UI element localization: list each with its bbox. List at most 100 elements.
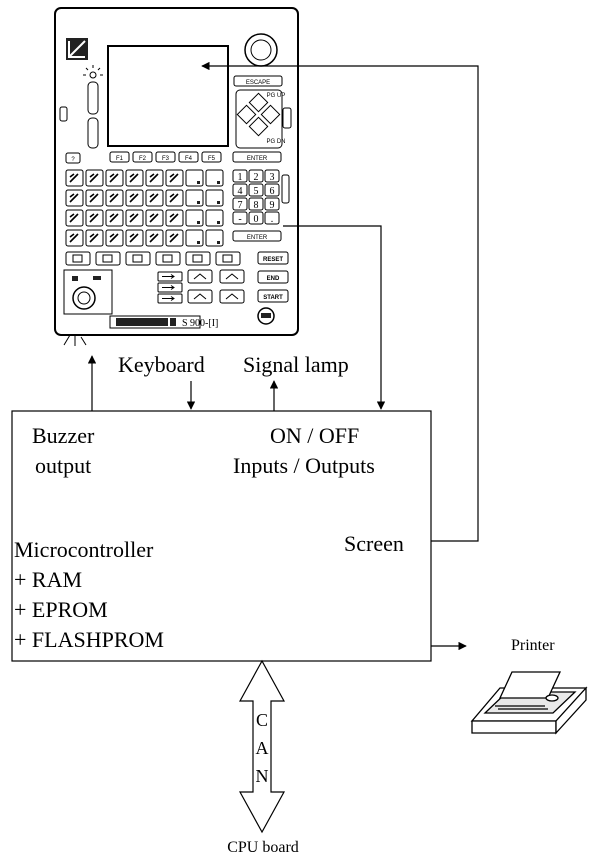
- arrow-pad[interactable]: PG UP PG DN: [235, 89, 286, 149]
- mode-key-glyph-icon: [72, 254, 83, 263]
- numpad-key-6[interactable]: [264, 183, 280, 197]
- key-glyph-icon: [69, 233, 79, 243]
- numpad-key-1[interactable]: [232, 169, 248, 183]
- numpad-key-8[interactable]: [248, 197, 264, 211]
- grid-key[interactable]: [185, 189, 204, 207]
- escape-key[interactable]: [233, 75, 283, 87]
- numpad-key-0[interactable]: [248, 211, 264, 225]
- numpad-key-2[interactable]: [248, 169, 264, 183]
- key-indicator: [197, 221, 200, 224]
- numpad-key-label: 5: [254, 186, 259, 197]
- connectors: [87, 61, 479, 651]
- help-key[interactable]: [65, 152, 81, 164]
- numpad-key-4[interactable]: [232, 183, 248, 197]
- mode-key-glyph-icon: [222, 254, 233, 263]
- reset-key[interactable]: [257, 251, 289, 265]
- numpad-key-7[interactable]: [232, 197, 248, 211]
- key-glyph-icon: [69, 193, 79, 203]
- mode-key[interactable]: [125, 251, 151, 266]
- mode-key[interactable]: [219, 269, 245, 284]
- lamp-icon: [83, 65, 103, 79]
- key-glyph-icon: [149, 173, 159, 183]
- start-key[interactable]: [257, 289, 289, 303]
- function-key-f2[interactable]: [132, 151, 153, 163]
- key-glyph-icon: [169, 233, 179, 243]
- key-glyph-icon: [149, 233, 159, 243]
- label-buzzer: Buzzer: [32, 423, 95, 448]
- numpad-key-label: 0: [254, 214, 259, 225]
- mode-key[interactable]: [95, 251, 121, 266]
- can-bus-arrow: C A N: [238, 659, 286, 834]
- mode-key[interactable]: [155, 251, 181, 266]
- printer-icon: [470, 671, 588, 735]
- function-key-grid[interactable]: [65, 169, 224, 247]
- svg-text:PG DN: PG DN: [266, 139, 285, 145]
- function-key-label: F3: [162, 156, 170, 162]
- numpad-key-label: .: [271, 214, 274, 225]
- contrast-slider[interactable]: [87, 117, 99, 149]
- key-glyph-icon: [169, 193, 179, 203]
- end-key[interactable]: [257, 270, 289, 284]
- key-indicator: [197, 241, 200, 244]
- grid-key[interactable]: [185, 169, 204, 187]
- mode-key[interactable]: [219, 289, 245, 304]
- key-glyph-icon: [149, 193, 159, 203]
- label-flashprom: + FLASHPROM: [14, 627, 164, 652]
- buzzer-icon: [63, 334, 87, 346]
- mode-key[interactable]: [185, 251, 211, 266]
- numpad-key-label: -: [238, 214, 241, 225]
- svg-text:?: ?: [71, 157, 75, 163]
- mode-key-glyph-icon: [192, 254, 203, 263]
- numpad-key-9[interactable]: [264, 197, 280, 211]
- svg-text:PG UP: PG UP: [267, 93, 286, 99]
- microcontroller-box: [11, 410, 432, 662]
- numpad-key-dot[interactable]: [264, 211, 280, 225]
- grid-key[interactable]: [205, 229, 224, 247]
- can-letter-c: C: [256, 710, 268, 730]
- grid-key[interactable]: [205, 189, 224, 207]
- enter-key-bottom[interactable]: [232, 230, 282, 242]
- key-indicator: [217, 201, 220, 204]
- side-switch-right[interactable]: [282, 107, 292, 129]
- function-key-f3[interactable]: [155, 151, 176, 163]
- mode-key[interactable]: [215, 251, 241, 266]
- mode-key[interactable]: [187, 269, 213, 284]
- key-glyph-icon: [169, 213, 179, 223]
- grid-key[interactable]: [205, 209, 224, 227]
- key-glyph-icon: [89, 173, 99, 183]
- function-key-f4[interactable]: [178, 151, 199, 163]
- model-label: S 900-[I]: [182, 318, 218, 329]
- grid-key[interactable]: [205, 169, 224, 187]
- grid-key[interactable]: [185, 229, 204, 247]
- arrow-screen: [201, 61, 479, 542]
- function-key-f1[interactable]: [109, 151, 130, 163]
- side-switch-left[interactable]: [59, 106, 68, 122]
- numpad-key-minus[interactable]: [232, 211, 248, 225]
- function-key-f5[interactable]: [201, 151, 222, 163]
- numpad-side-switch[interactable]: [281, 174, 290, 204]
- key-glyph-icon: [109, 233, 119, 243]
- key-glyph-icon: [109, 173, 119, 183]
- numpad-key-3[interactable]: [264, 169, 280, 183]
- key-indicator: [217, 241, 220, 244]
- mode-key[interactable]: [65, 251, 91, 266]
- mode-key-glyph-icon: [193, 273, 207, 280]
- label-keyboard: Keyboard: [118, 352, 205, 377]
- mode-key-glyph-icon: [132, 254, 143, 263]
- numpad-key-label: 4: [238, 186, 243, 197]
- key-glyph-icon: [109, 193, 119, 203]
- numpad-key-5[interactable]: [248, 183, 264, 197]
- pendant-screen: [107, 45, 229, 147]
- arrow-right-icon: [162, 274, 175, 279]
- mode-keys[interactable]: [65, 251, 245, 304]
- brightness-slider[interactable]: [87, 81, 99, 115]
- grid-key[interactable]: [185, 209, 204, 227]
- escape-key-label: ESCAPE: [246, 80, 270, 86]
- mode-key[interactable]: [187, 289, 213, 304]
- enter-key-top[interactable]: [232, 151, 282, 163]
- mode-key-glyph-icon: [225, 293, 239, 300]
- numpad-key-label: 1: [238, 172, 243, 183]
